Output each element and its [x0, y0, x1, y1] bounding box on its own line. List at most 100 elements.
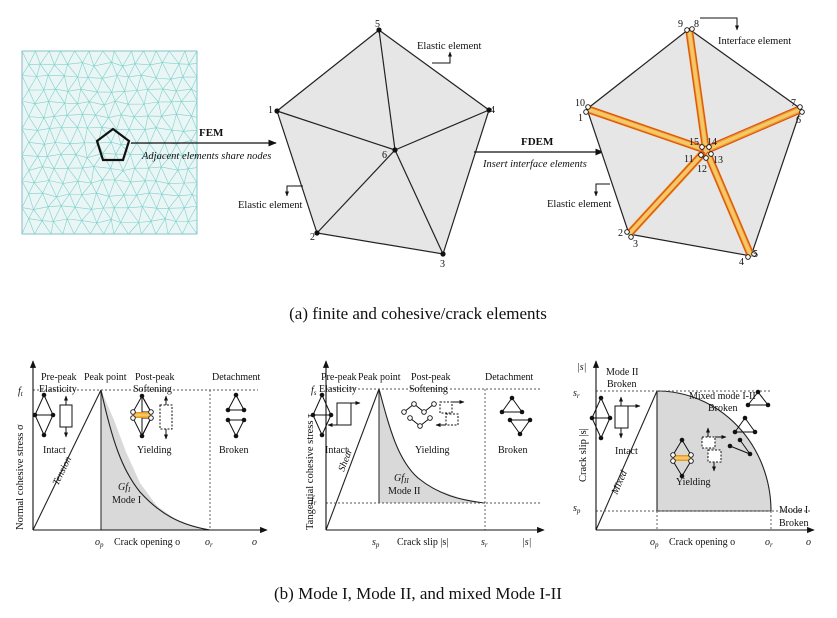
m1-broken-node-2: [241, 407, 247, 413]
fdem-node-15: [699, 144, 705, 150]
fdem-node-10: [585, 104, 591, 110]
mode2-mode-label: Mode II: [388, 486, 421, 497]
m1-broken-node-0: [233, 392, 239, 398]
m3-broken-node-2: [752, 429, 758, 435]
m3-broken-e4: [747, 391, 759, 406]
m3-intact-diamond-node-0: [598, 395, 604, 401]
m3-broken-node-5: [765, 402, 771, 408]
m2-yield-onode-1: [411, 401, 417, 407]
fem-node-2: [314, 230, 320, 236]
mode2-stage3-label: Detachment: [485, 372, 534, 383]
mode2-energy-label: GfII: [394, 473, 409, 485]
fem-sublabel: Adjacent elements share nodes: [141, 151, 271, 162]
fdem-node-8: [689, 26, 695, 32]
m2-broken-node-2: [519, 409, 525, 415]
mode3-xlabel: Crack opening o: [669, 537, 735, 548]
m1-broken-node-1: [225, 407, 231, 413]
m3-broken-e5: [757, 391, 769, 406]
triangular-mesh: [21, 50, 198, 235]
m2-broken-node-0: [499, 409, 505, 415]
m3-broken-e2: [744, 417, 756, 433]
fem-node-label-3: 3: [440, 259, 445, 270]
mode1-stage1-line1: Pre-peak: [41, 372, 77, 383]
fem-arrow-group: FEM Adjacent elements share nodes: [131, 127, 277, 162]
m1-yield-e4: [141, 417, 152, 437]
mode1-xlabel: Crack opening o: [114, 537, 180, 548]
fem-node-label-6: 6: [382, 150, 387, 161]
m1-yield-e3: [141, 395, 152, 413]
m3-yield-box-bottom: [707, 449, 722, 463]
m2-intact-diamond-node-0: [319, 392, 325, 398]
mode1-xend: o: [252, 537, 257, 548]
mode2-broken-label: Broken: [498, 445, 527, 456]
fdem-node-4: [745, 254, 751, 260]
m1-broken-node-4: [241, 417, 247, 423]
mode1-ylabel: Normal cohesive stress σ: [15, 424, 26, 530]
fdem-node-label-1: 1: [578, 113, 583, 124]
mode2-element-icons: [310, 392, 533, 438]
fdem-node-label-8: 8: [694, 19, 699, 30]
mode1-element-icons: [32, 392, 247, 440]
mode2-ytick-top: fs: [311, 385, 317, 397]
fem-elastic-pointer-top: [432, 51, 452, 64]
fem-label: FEM: [199, 127, 224, 139]
m2-broken-e5: [509, 419, 521, 435]
mode3-mode1-broken-line2: Broken: [779, 518, 808, 529]
m2-yield-box-bottom: [445, 413, 459, 426]
m2-yield-onode-3: [431, 401, 437, 407]
fdem-node-2: [624, 229, 630, 235]
fem-elastic-label-bottom: Elastic element: [238, 200, 303, 211]
mode1-softening-curve: [100, 389, 211, 531]
m3-yield-onode-3: [688, 458, 694, 464]
m3-yield-box-top: [701, 436, 716, 449]
fdem-node-label-11: 11: [684, 154, 694, 165]
fem-pentagon: 1 2 3 4 5 6 Elastic element Elastic elem…: [238, 19, 495, 270]
m1-broken-e5: [227, 419, 237, 437]
mode3-mixed-broken-line1: Mixed mode I-II: [689, 391, 756, 402]
m1-intact-diamond-node-3: [32, 412, 38, 418]
m1-yield-box: [159, 404, 173, 430]
fdem-node-label-7: 7: [791, 98, 796, 109]
m3-yield-node-top: [679, 437, 685, 443]
mode1-elastic-line: [32, 389, 102, 531]
mode2-stage2-line2: Softening: [409, 384, 448, 395]
mode3-mixed-broken-line2: Broken: [708, 403, 737, 414]
fdem-node-label-15: 15: [689, 137, 699, 148]
m1-broken-node-3: [225, 417, 231, 423]
m2-yield-onode-2: [421, 409, 427, 415]
m2-broken-e6: [519, 419, 531, 435]
fdem-elastic-label: Elastic element: [547, 199, 612, 210]
m3-broken-node-1: [742, 415, 748, 421]
fem-node-label-1: 1: [268, 105, 273, 116]
mode2-x0: sp: [372, 537, 380, 549]
m3-broken-node-6: [737, 437, 743, 443]
mode2-elastic-line: [325, 388, 380, 531]
m2-intact-diamond-node-3: [310, 412, 316, 418]
m2-yield-onode-b0: [407, 415, 413, 421]
mode2-softening-curve: [378, 388, 486, 504]
mode3-yaxis-label: |s|: [577, 362, 586, 373]
m1-yield-onode-2: [148, 409, 154, 415]
mode2-peak-label: Peak point: [358, 372, 401, 383]
mode3-ylabel: Crack slip |s|: [578, 428, 589, 482]
caption-a: (a) finite and cohesive/crack elements: [289, 304, 547, 323]
fdem-node-label-2: 2: [618, 228, 623, 239]
fdem-node-13: [708, 151, 714, 157]
mode1-yielding-label: Yielding: [137, 445, 171, 456]
fdem-arrow-group: FDEM Insert interface elements: [474, 136, 604, 170]
m1-yield-onode-3: [148, 415, 154, 421]
fdem-node-12: [703, 155, 709, 161]
m3-yield-node-bottom: [679, 473, 685, 479]
fdem-interface-label: Interface element: [718, 36, 791, 47]
mode1-ytick: ft: [18, 386, 24, 398]
mode3-chart: |s| sr sp Crack slip |s| Mode II Broken …: [573, 360, 815, 549]
mode2-ylabel: Tangential cohesive stress τ: [305, 414, 316, 530]
fdem-node-label-3: 3: [633, 239, 638, 250]
mode1-stage2-line2: Softening: [133, 384, 172, 395]
m1-intact-box: [59, 404, 73, 428]
fem-node-1: [274, 108, 280, 114]
m1-intact-diamond-node-0: [41, 392, 47, 398]
m1-intact-diamond-node-2: [41, 432, 47, 438]
m1-yield-onode-0: [130, 409, 136, 415]
